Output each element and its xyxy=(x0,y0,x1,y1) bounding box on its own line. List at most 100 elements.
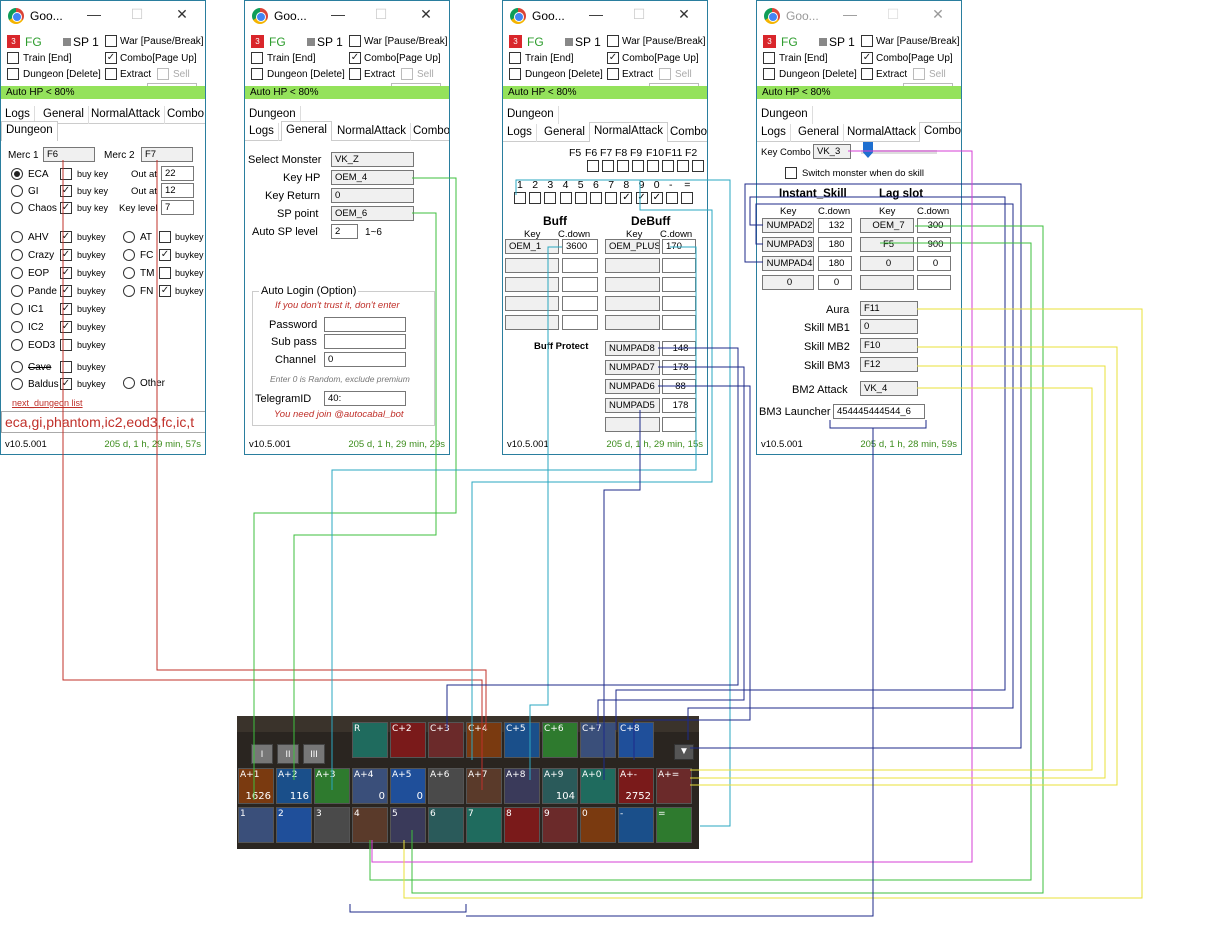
dungeon-radio-eod3[interactable] xyxy=(11,339,23,351)
bm2-attack-input[interactable]: VK_4 xyxy=(860,381,918,396)
dungeon-radio-baldus[interactable] xyxy=(11,378,23,390)
debuff-key-input[interactable] xyxy=(605,296,660,311)
buff-protect-key-input[interactable] xyxy=(605,417,660,432)
hotbar-skill-slot[interactable]: 8 xyxy=(504,807,540,843)
hotbar-skill-slot[interactable]: A+0 xyxy=(580,768,616,804)
fkey-checkbox[interactable] xyxy=(602,160,614,172)
buff-protect-key-input[interactable]: NUMPAD5 xyxy=(605,398,660,413)
hotbar-skill-slot[interactable]: A+-2752 xyxy=(618,768,654,804)
buff-cdown-input[interactable] xyxy=(562,258,598,273)
lag-cdown-input[interactable] xyxy=(917,275,951,290)
fkey-checkbox[interactable] xyxy=(617,160,629,172)
hotbar-skill-slot[interactable]: C+6 xyxy=(542,722,578,758)
war-checkbox[interactable] xyxy=(861,35,873,47)
number-key-checkbox[interactable] xyxy=(544,192,557,204)
hotbar-skill-slot[interactable]: C+7 xyxy=(580,722,616,758)
tab-dungeon[interactable]: Dungeon xyxy=(245,106,301,124)
buff-cdown-input[interactable] xyxy=(562,315,598,330)
number-key-checkbox[interactable] xyxy=(605,192,618,204)
dungeon-checkbox[interactable] xyxy=(763,68,775,80)
number-key-checkbox[interactable] xyxy=(514,192,526,204)
fkey-checkbox[interactable] xyxy=(662,160,674,172)
minimize-button[interactable]: — xyxy=(589,6,603,22)
number-key-checkbox[interactable] xyxy=(681,192,694,204)
hotbar-skill-slot[interactable]: 5 xyxy=(390,807,426,843)
eca-buykey-checkbox[interactable] xyxy=(60,168,72,180)
gi-radio[interactable] xyxy=(11,185,23,197)
next-dungeon-input[interactable]: eca,gi,phantom,ic2,eod3,fc,ic,t xyxy=(1,411,205,433)
hotbar-skill-slot[interactable]: A+3 xyxy=(314,768,350,804)
buff-key-input[interactable]: OEM_1 xyxy=(505,239,559,254)
buff-key-input[interactable] xyxy=(505,277,559,292)
hotbar-skill-slot[interactable]: = xyxy=(656,807,692,843)
hotbar-skill-slot[interactable]: 6 xyxy=(428,807,464,843)
tab-logs[interactable]: Logs xyxy=(1,106,35,124)
hotbar-skill-slot[interactable]: C+8 xyxy=(618,722,654,758)
dungeon-buykey-checkbox-eod3[interactable] xyxy=(60,339,72,351)
train-checkbox[interactable] xyxy=(509,52,521,64)
hotbar-page-tab[interactable]: III xyxy=(303,744,325,764)
dungeon-radio-cave[interactable] xyxy=(11,361,23,373)
tab-logs[interactable]: Logs xyxy=(757,124,791,142)
combo-checkbox[interactable]: ✓ xyxy=(861,52,873,64)
lag-cdown-input[interactable]: 0 xyxy=(917,256,951,271)
debuff-cdown-input[interactable] xyxy=(662,277,696,292)
sell-checkbox[interactable] xyxy=(659,68,671,80)
minimize-button[interactable]: — xyxy=(87,6,101,22)
dungeon-radio-ahv[interactable] xyxy=(11,231,23,243)
instant-cdown-input[interactable]: 132 xyxy=(818,218,852,233)
buff-protect-cdown-input[interactable]: 88 xyxy=(662,379,696,394)
dungeon-buykey-checkbox-baldus[interactable]: ✓ xyxy=(60,378,72,390)
tab-combo[interactable]: Combo xyxy=(919,122,961,142)
dungeon-radio-crazy[interactable] xyxy=(11,249,23,261)
fn-radio[interactable] xyxy=(123,285,135,297)
combo-checkbox[interactable]: ✓ xyxy=(607,52,619,64)
tab-logs[interactable]: Logs xyxy=(503,124,537,142)
buff-protect-cdown-input[interactable]: 178 xyxy=(662,398,696,413)
tab-general[interactable]: General xyxy=(794,124,844,142)
number-key-checkbox[interactable]: ✓ xyxy=(635,192,648,204)
dungeon-checkbox[interactable] xyxy=(509,68,521,80)
tm-radio[interactable] xyxy=(123,267,135,279)
subpass-input[interactable] xyxy=(324,334,406,349)
hotbar-skill-slot[interactable]: R xyxy=(352,722,388,758)
merc2-input[interactable]: F7 xyxy=(141,147,193,162)
tab-dungeon[interactable]: Dungeon xyxy=(1,121,58,141)
out-at-input-2[interactable]: 12 xyxy=(161,183,194,198)
dungeon-radio-ic1[interactable] xyxy=(11,303,23,315)
key-combo-input[interactable]: VK_3 xyxy=(813,144,851,159)
skill-mb2-input[interactable]: F10 xyxy=(860,338,918,353)
sp-point-input[interactable]: OEM_6 xyxy=(331,206,414,221)
dungeon-radio-pande[interactable] xyxy=(11,285,23,297)
tm-buykey-checkbox[interactable] xyxy=(159,267,171,279)
fc-buykey-checkbox[interactable]: ✓ xyxy=(159,249,171,261)
train-checkbox[interactable] xyxy=(763,52,775,64)
sell-checkbox[interactable] xyxy=(157,68,169,80)
hotbar-skill-slot[interactable]: 9 xyxy=(542,807,578,843)
debuff-key-input[interactable] xyxy=(605,258,660,273)
number-key-checkbox[interactable] xyxy=(666,192,678,204)
hotbar-skill-slot[interactable]: 1 xyxy=(238,807,274,843)
hotbar-skill-slot[interactable]: C+3 xyxy=(428,722,464,758)
chaos-radio[interactable] xyxy=(11,202,23,214)
key-level-input[interactable]: 7 xyxy=(161,200,194,215)
debuff-key-input[interactable]: OEM_PLUS xyxy=(605,239,660,254)
minimize-button[interactable]: — xyxy=(843,6,857,22)
auto-sp-input[interactable]: 2 xyxy=(331,224,358,239)
debuff-cdown-input[interactable] xyxy=(662,296,696,311)
tab-general[interactable]: General xyxy=(281,121,332,141)
number-key-checkbox[interactable] xyxy=(529,192,542,204)
instant-cdown-input[interactable]: 180 xyxy=(818,237,852,252)
instant-cdown-input[interactable]: 0 xyxy=(818,275,852,290)
tab-normal-attack[interactable]: NormalAttack xyxy=(87,106,166,124)
hotbar-skill-slot[interactable]: C+2 xyxy=(390,722,426,758)
buff-protect-key-input[interactable]: NUMPAD7 xyxy=(605,360,660,375)
fkey-checkbox[interactable] xyxy=(632,160,644,172)
lag-key-input[interactable]: OEM_7 xyxy=(860,218,914,233)
out-at-input-1[interactable]: 22 xyxy=(161,166,194,181)
tab-normal-attack[interactable]: NormalAttack xyxy=(589,122,669,142)
skill-bm3-input[interactable]: F12 xyxy=(860,357,918,372)
